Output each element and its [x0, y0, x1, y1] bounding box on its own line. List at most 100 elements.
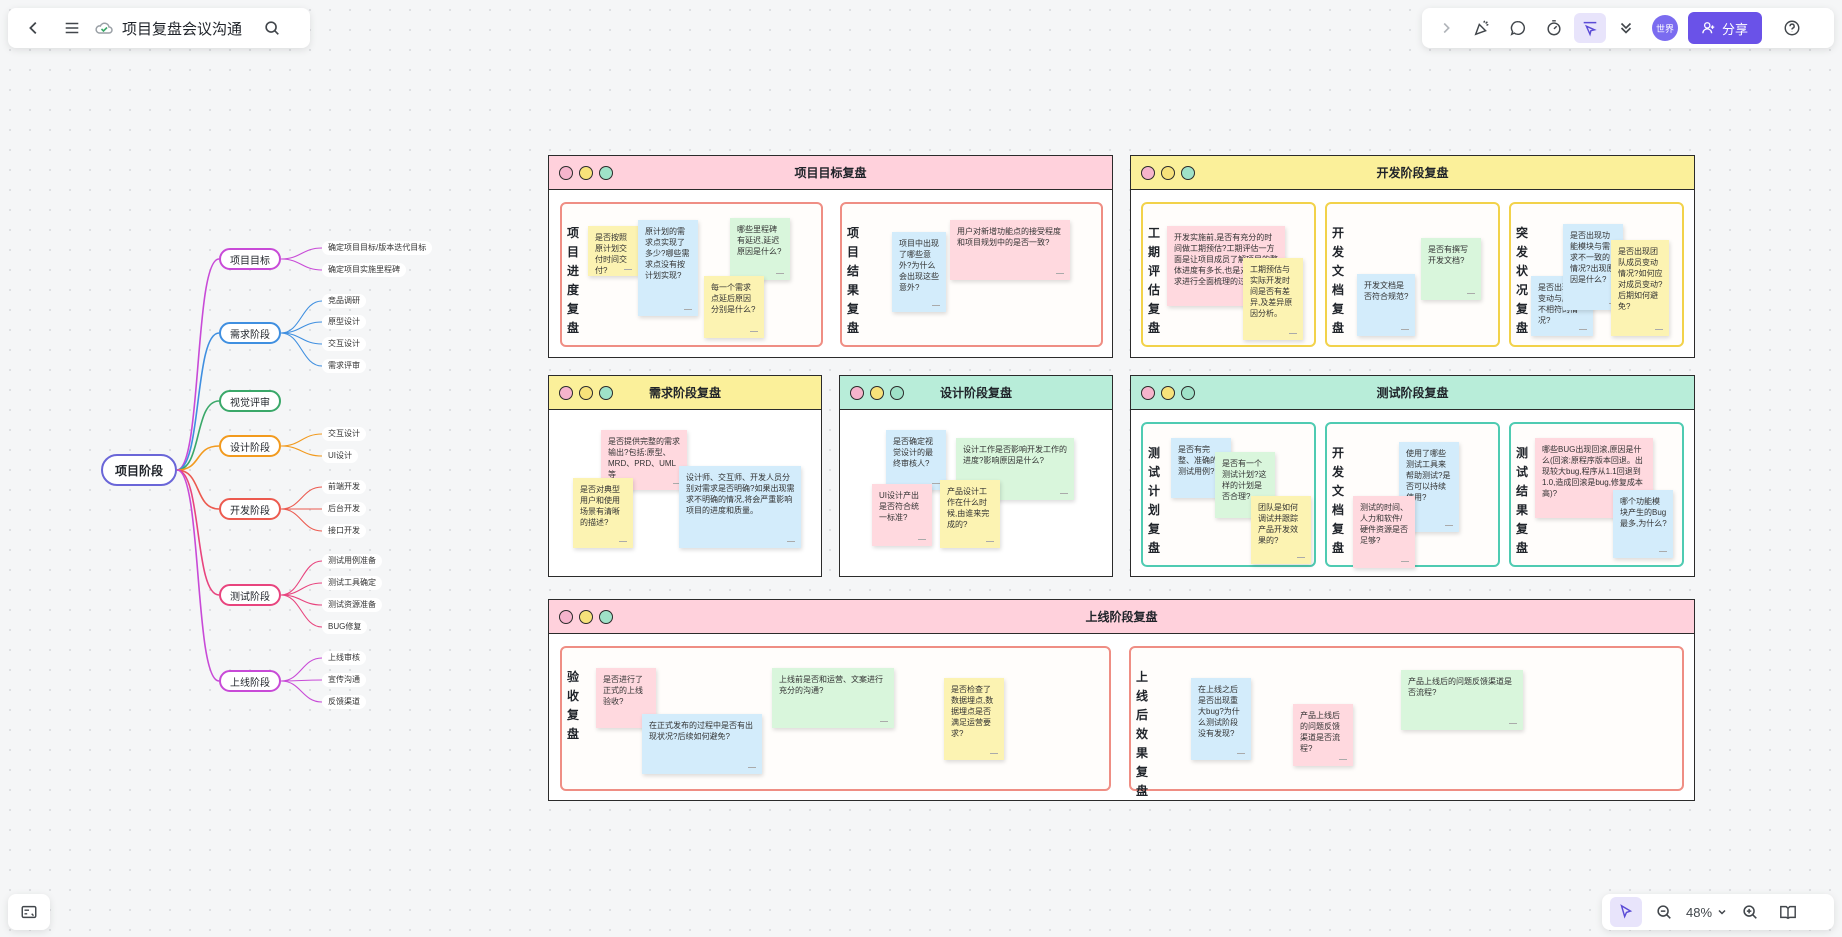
retro-frame[interactable]: 项目目标复盘项目进度复盘是否按照原计划交付时间交付?原计划的需求点实现了多少?哪…	[548, 155, 1113, 358]
sub-section[interactable]: 测试计划复盘是否有完整、准确的测试用例?是否有一个测试计划?这样的计划是否合理?…	[1141, 422, 1316, 567]
sub-section[interactable]: 工期评估复盘开发实施前,是否有充分的时间做工期预估?工期评估一方面是让项目成员了…	[1141, 202, 1316, 347]
sticky-note[interactable]: UI设计产出是否符合统一标准?	[872, 484, 932, 546]
sticky-note[interactable]: 是否检查了数据埋点,数据埋点是否满足运营要求?	[944, 678, 1004, 760]
sticky-note[interactable]: 哪些里程碑有延迟,延迟原因是什么?	[730, 218, 790, 280]
mindmap-branch[interactable]: 需求阶段	[219, 322, 281, 344]
presenter-button[interactable]	[1574, 13, 1606, 43]
sticky-note[interactable]: 上线前是否和运营、文案进行充分的沟通?	[772, 668, 894, 728]
mindmap-leaf[interactable]: 后台开发	[322, 502, 366, 516]
sticky-note[interactable]: 在正式发布的过程中是否有出现状况?后续如何避免?	[642, 714, 762, 774]
sticky-note[interactable]: 原计划的需求点实现了多少?哪些需求点没有按计划实现?	[638, 220, 698, 316]
zoom-level-dropdown[interactable]: 48%	[1686, 905, 1728, 920]
sticky-note[interactable]: 开发文档是否符合规范?	[1357, 274, 1415, 336]
retro-frame[interactable]: 测试阶段复盘测试计划复盘是否有完整、准确的测试用例?是否有一个测试计划?这样的计…	[1130, 375, 1695, 577]
history-button[interactable]	[1538, 13, 1570, 43]
sub-section-label: 上线后效果复盘	[1136, 670, 1149, 798]
sticky-note[interactable]: 测试的时间、人力和软件/硬件资源是否足够?	[1353, 496, 1415, 568]
mindmap-connector	[280, 486, 323, 510]
mindmap-root[interactable]: 项目阶段	[101, 454, 177, 486]
map-view-button[interactable]	[1772, 897, 1804, 927]
retro-frame[interactable]: 开发阶段复盘工期评估复盘开发实施前,是否有充分的时间做工期预估?工期评估一方面是…	[1130, 155, 1695, 358]
sticky-note[interactable]: 是否对典型用户和使用场景有清晰的描述?	[573, 478, 633, 548]
mindmap-leaf[interactable]: 前端开发	[322, 480, 366, 494]
chevron-left-icon	[29, 21, 37, 35]
mindmap-connector	[176, 400, 220, 471]
retro-frame[interactable]: 需求阶段复盘是否提供完整的需求输出?包括:原型、MRD、PRD、UML等是否对典…	[548, 375, 822, 577]
sticky-note[interactable]: 产品设计工作在什么时候,由谁来完成的?	[940, 480, 1000, 548]
sub-section-label: 项目进度复盘	[567, 226, 580, 335]
retro-frame[interactable]: 设计阶段复盘是否确定视觉设计的最终审核人?设计工作是否影响开发工作的进度?影响原…	[839, 375, 1113, 577]
sub-section[interactable]: 验收复盘是否进行了正式的上线验收?在正式发布的过程中是否有出现状况?后续如何避免…	[560, 646, 1111, 791]
share-label: 分享	[1722, 21, 1749, 37]
mindmap-leaf[interactable]: 宣传沟通	[322, 673, 366, 687]
sub-section[interactable]: 突发状况复盘是否出现需求变动与原计划不相符的情况?是否出现功能模块与需求不一致的…	[1509, 202, 1684, 347]
sticky-note[interactable]: 哪个功能模块产生的Bug最多,为什么?	[1613, 490, 1673, 558]
mindmap-leaf[interactable]: 测试资源准备	[322, 598, 382, 612]
mindmap-branch[interactable]: 测试阶段	[219, 584, 281, 606]
user-avatar[interactable]: 世界	[1652, 15, 1678, 41]
mindmap-branch[interactable]: 视觉评审	[219, 390, 281, 412]
sticky-note[interactable]: 是否有撰写开发文档?	[1421, 238, 1481, 300]
mindmap-leaf[interactable]: 上线审核	[322, 651, 366, 665]
sub-section[interactable]: 测试结果复盘哪些BUG出现回滚,原因是什么(回滚:原程序版本回退。出现较大bug…	[1509, 422, 1684, 567]
sub-section[interactable]: 开发文档复盘使用了哪些测试工具来帮助测试?是否可以持续使用?测试的时间、人力和软…	[1325, 422, 1500, 568]
sub-section[interactable]: 项目进度复盘是否按照原计划交付时间交付?原计划的需求点实现了多少?哪些需求点没有…	[560, 202, 823, 347]
mindmap-leaf[interactable]: 需求评审	[322, 359, 366, 373]
back-button[interactable]	[18, 13, 50, 43]
mindmap-connector	[280, 332, 323, 367]
mindmap-branch[interactable]: 开发阶段	[219, 498, 281, 520]
search-button[interactable]	[256, 13, 288, 43]
mindmap-leaf[interactable]: 竞品调研	[322, 294, 366, 308]
outline-panel-button[interactable]	[8, 894, 50, 930]
mindmap-leaf[interactable]: 确定项目实施里程碑	[322, 263, 406, 277]
dot-green	[599, 609, 613, 624]
sticky-note[interactable]: 工期预估与实际开发时间是否有差异,及差异原因分析。	[1243, 258, 1303, 340]
sub-section[interactable]: 开发文档复盘开发文档是否符合规范?是否有撰写开发文档?	[1325, 202, 1500, 347]
zoom-in-icon	[1743, 905, 1757, 919]
sub-section[interactable]: 项目结果复盘项目中出现了哪些意外?为什么会出现这些意外?用户对新增功能点的接受程…	[840, 202, 1103, 347]
mindmap-leaf[interactable]: 测试用例准备	[322, 554, 382, 568]
sticky-note[interactable]: 项目中出现了哪些意外?为什么会出现这些意外?	[892, 232, 946, 312]
sticky-note[interactable]: 产品上线后的问题反馈渠道是否流程?	[1293, 704, 1353, 766]
help-button[interactable]	[1776, 13, 1808, 43]
collapse-toolbar-button[interactable]	[1430, 13, 1462, 43]
mindmap-leaf[interactable]: 原型设计	[322, 315, 366, 329]
mindmap-leaf[interactable]: 确定项目目标/版本迭代目标	[322, 241, 433, 255]
retro-frame[interactable]: 上线阶段复盘验收复盘是否进行了正式的上线验收?在正式发布的过程中是否有出现状况?…	[548, 599, 1695, 801]
sticky-note[interactable]: 在上线之后是否出现重大bug?为什么测试阶段没有发现?	[1191, 678, 1251, 760]
sub-section-label: 开发文档复盘	[1332, 226, 1345, 335]
sticky-note[interactable]: 用户对新增功能点的接受程度和项目规划中的是否一致?	[950, 220, 1070, 280]
mindmap-leaf[interactable]: 测试工具确定	[322, 576, 382, 590]
mindmap-leaf[interactable]: BUG修复	[322, 620, 368, 634]
dot-green	[1181, 385, 1195, 400]
mindmap-connector	[280, 560, 323, 596]
sticky-note[interactable]: 产品上线后的问题反馈渠道是否流程?	[1401, 670, 1523, 730]
sticky-note[interactable]: 是否按照原计划交付时间交付?	[588, 226, 638, 276]
sub-section-label: 验收复盘	[567, 670, 580, 741]
mindmap-branch[interactable]: 设计阶段	[219, 435, 281, 457]
select-tool-button[interactable]	[1610, 897, 1642, 927]
sticky-note[interactable]: 是否出现团队成员变动情况?如何应对成员变动?后期如何避免?	[1611, 240, 1669, 336]
mindmap-leaf[interactable]: UI设计	[322, 449, 358, 463]
share-button[interactable]: 分享	[1688, 12, 1763, 44]
celebrate-button[interactable]	[1466, 13, 1498, 43]
window-dots	[1141, 165, 1195, 180]
sticky-note[interactable]: 每一个需求点延后原因分别是什么?	[704, 276, 764, 338]
sticky-note[interactable]: 是否确定视觉设计的最终审核人?	[886, 430, 946, 490]
sticky-note[interactable]: 团队是如何调试并跟踪产品开发效果的?	[1251, 496, 1311, 564]
mindmap-branch[interactable]: 上线阶段	[219, 670, 281, 692]
zoom-out-button[interactable]	[1648, 897, 1680, 927]
mindmap-branch[interactable]: 项目目标	[219, 248, 281, 270]
sticky-note[interactable]: 设计师、交互师、开发人员分别对需求是否明确?如果出现需求不明确的情况,将会严重影…	[679, 466, 801, 548]
mindmap-leaf[interactable]: 交互设计	[322, 427, 366, 441]
mindmap-leaf[interactable]: 接口开发	[322, 524, 366, 538]
document-title[interactable]: 项目复盘会议沟通	[122, 20, 243, 38]
mindmap-leaf[interactable]: 交互设计	[322, 337, 366, 351]
more-tools-button[interactable]	[1610, 13, 1642, 43]
comment-button[interactable]	[1502, 13, 1534, 43]
sub-section[interactable]: 上线后效果复盘 在上线之后是否出现重大bug?为什么测试阶段没有发现? 产品上线后的…	[1129, 646, 1684, 798]
zoom-in-button[interactable]	[1734, 897, 1766, 927]
mindmap-leaf[interactable]: 反馈渠道	[322, 695, 366, 709]
menu-button[interactable]	[56, 13, 88, 43]
dot-yellow	[579, 609, 593, 624]
